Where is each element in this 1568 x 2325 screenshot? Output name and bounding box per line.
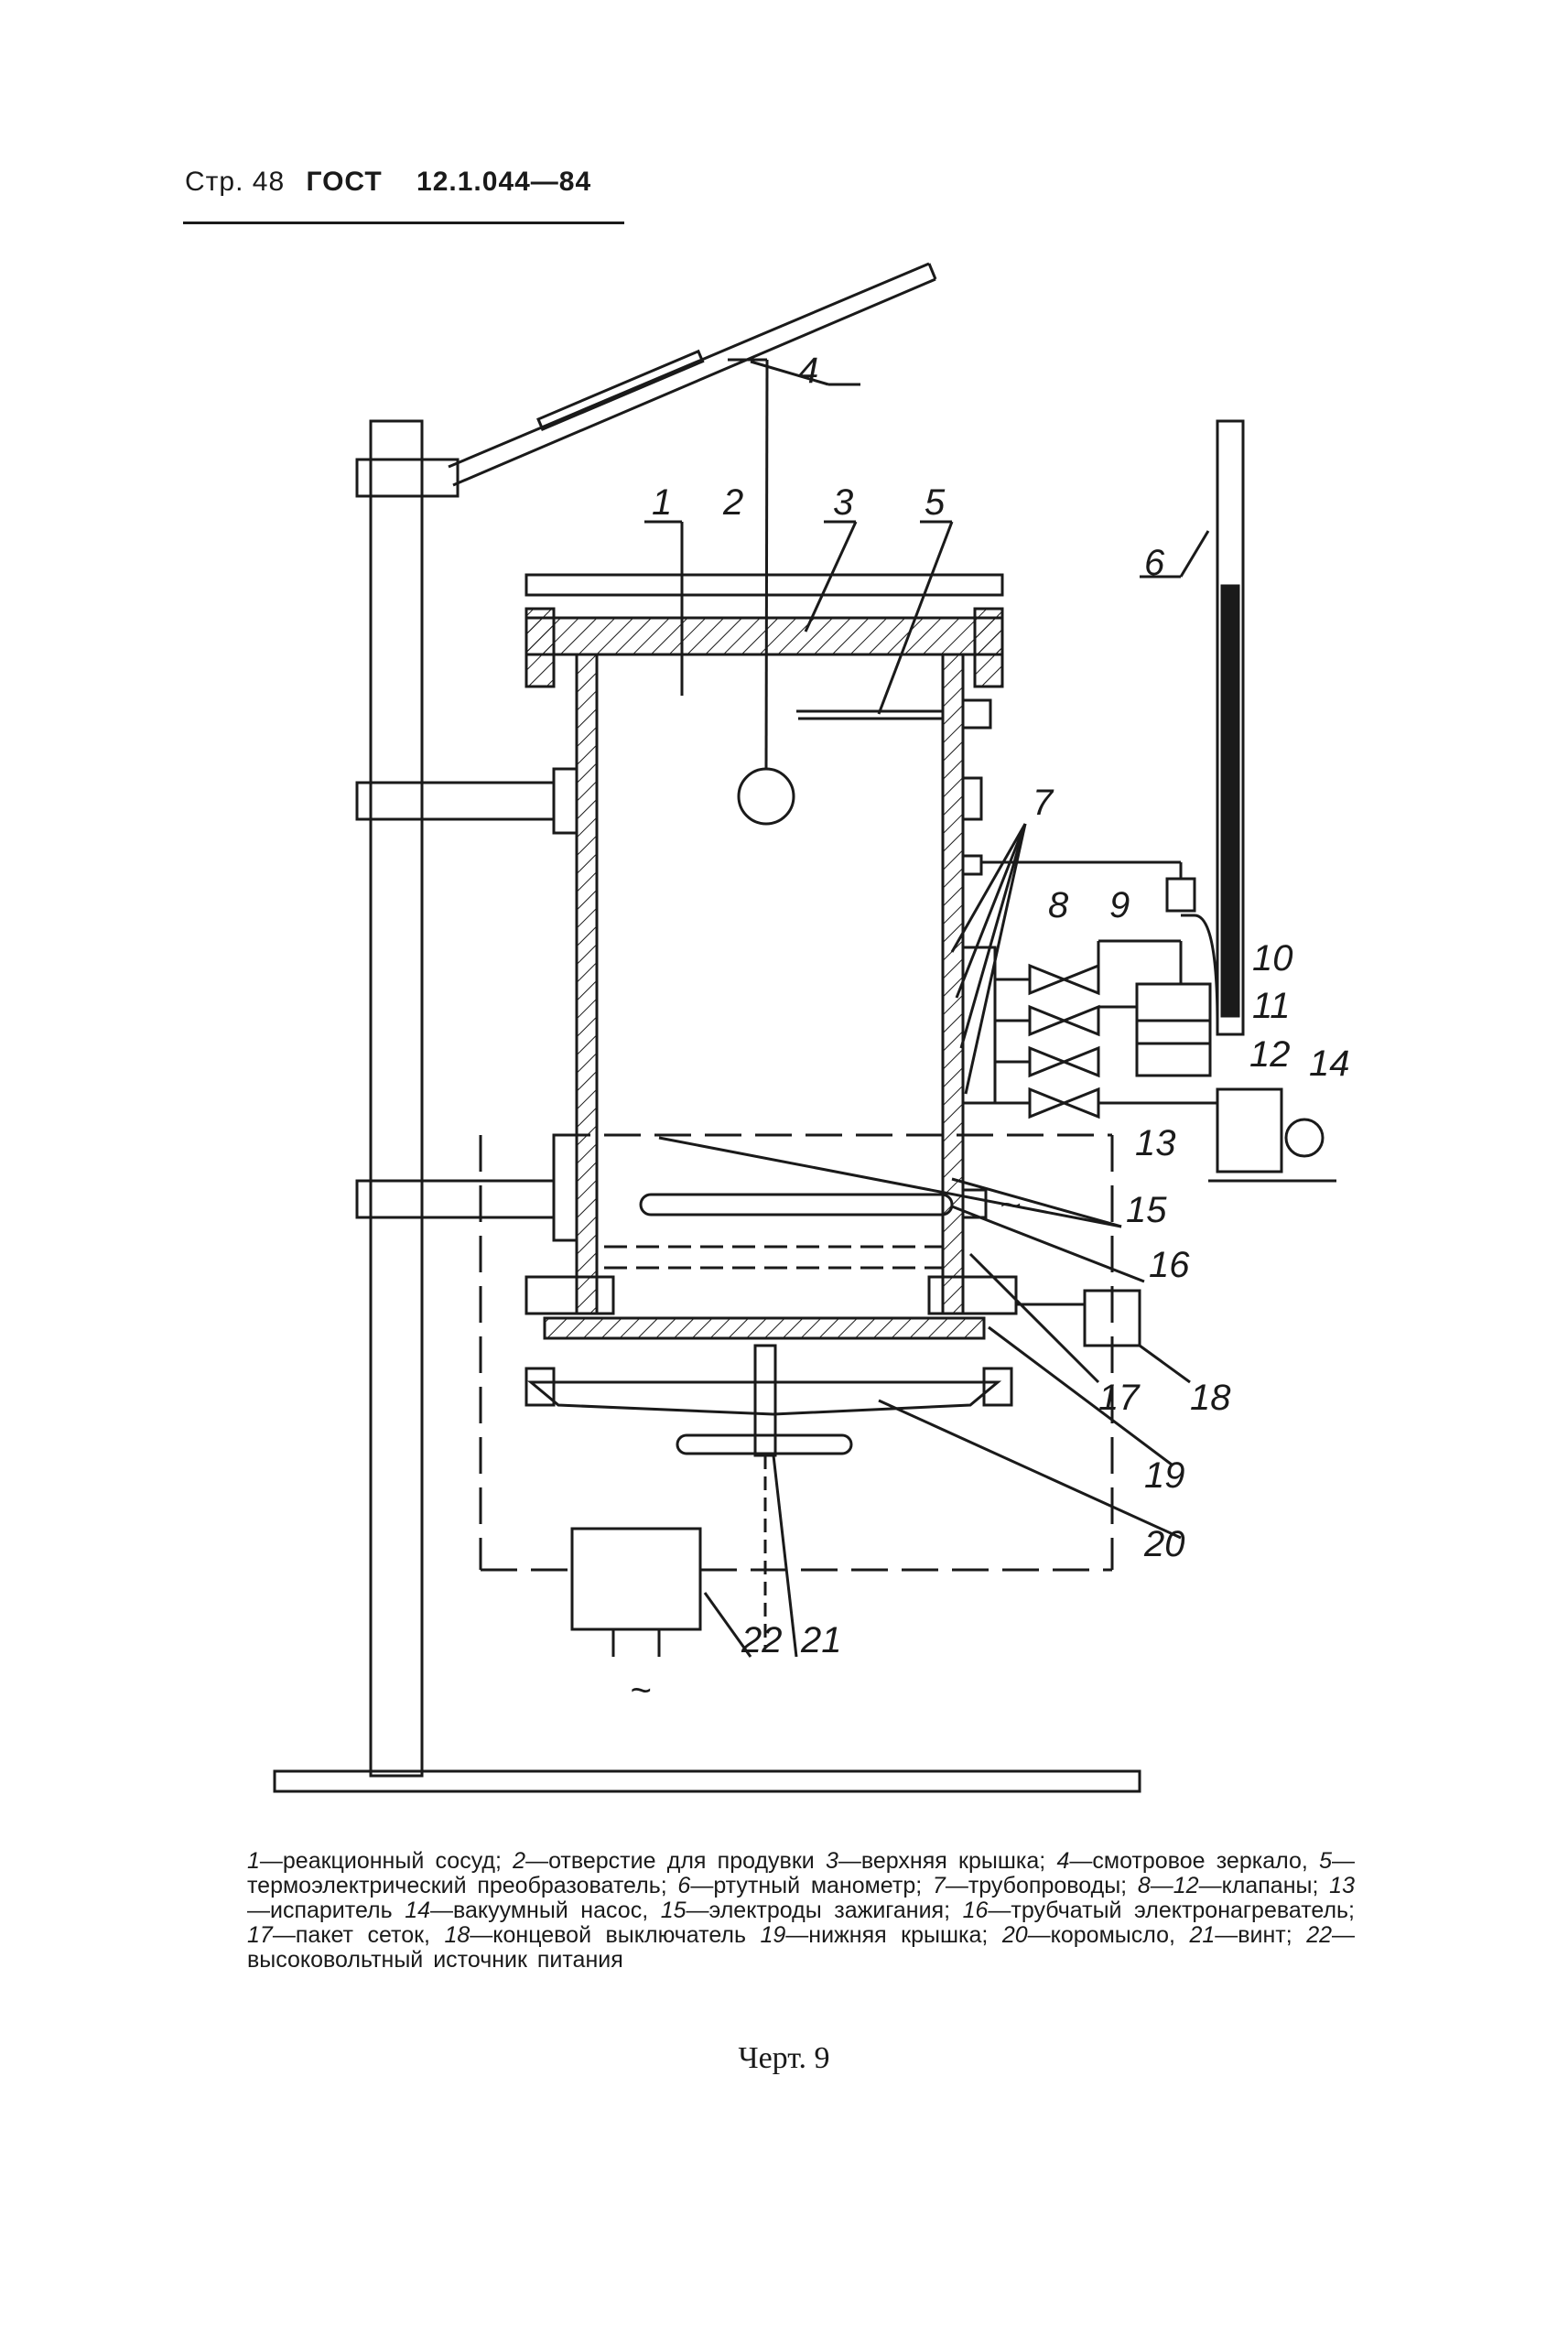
legend-text: —ртутный манометр; (690, 1873, 933, 1898)
blowoff-hole-2 (737, 767, 795, 826)
callout-9: 9 (1109, 885, 1130, 925)
callout-11: 11 (1252, 986, 1291, 1026)
callout-18: 18 (1190, 1378, 1231, 1418)
callout-12: 12 (1249, 1034, 1291, 1075)
mirror-arm (448, 262, 930, 469)
callout-2: 2 (722, 482, 743, 523)
clamp-upper (355, 781, 556, 821)
callout-21: 21 (800, 1620, 842, 1660)
legend-text: —электроды зажигания; (686, 1898, 963, 1923)
legend-number: 13 (1329, 1873, 1355, 1898)
callout-1: 1 (652, 482, 672, 523)
callout-16: 16 (1149, 1245, 1190, 1285)
mirror-plate (536, 349, 705, 432)
callout-6: 6 (1144, 543, 1165, 583)
legend-number: 21 (1189, 1922, 1216, 1948)
standard-label: ГОСТ (306, 167, 383, 197)
legend-number: 7 (932, 1873, 946, 1898)
figure-legend: 1—реакционный сосуд; 2—отверстие для про… (247, 1849, 1355, 1973)
legend-number: 5 (1319, 1848, 1332, 1874)
legend-text: —концевой выключатель (470, 1922, 761, 1948)
bottom-cover-19 (543, 1316, 986, 1340)
legend-text: —отверстие для продувки (525, 1848, 826, 1874)
callout-8: 8 (1048, 885, 1069, 925)
legend-number: 16 (962, 1898, 989, 1923)
callout-10: 10 (1252, 938, 1293, 979)
limit-switch-18 (1083, 1289, 1141, 1347)
callout-17: 17 (1098, 1378, 1141, 1418)
rocker-20 (526, 1380, 1002, 1416)
legend-text: —винт; (1215, 1922, 1307, 1948)
legend-number: 1 (247, 1848, 260, 1874)
legend-text: —высоковольтный источник питания (247, 1922, 1355, 1973)
legend-number: 4 (1056, 1848, 1070, 1874)
legend-number: 2 (513, 1848, 526, 1874)
callout-22: 22 (741, 1620, 783, 1660)
mercury-column (1220, 584, 1240, 1018)
legend-number: 15 (660, 1898, 687, 1923)
power-supply-symbol: ~ (630, 1671, 651, 1711)
legend-text: —трубчатый электронагреватель; (988, 1898, 1356, 1923)
legend-number: 6 (677, 1873, 691, 1898)
legend-text: —вакуумный насос, (430, 1898, 661, 1923)
header-rule (183, 222, 624, 224)
legend-number: 22 (1306, 1922, 1332, 1948)
evaporator-13 (1135, 982, 1212, 1077)
top-flange (524, 573, 1004, 597)
valve-stack (1028, 963, 1100, 1119)
legend-text: —испаритель (247, 1898, 406, 1923)
heater-supply-symbol: ~ (1000, 1185, 1021, 1226)
standard-number: 12.1.044—84 (416, 167, 592, 197)
legend-text: —коромысло, (1027, 1922, 1190, 1948)
legend-text: —термоэлектрический преобразователь; (247, 1848, 1355, 1898)
callout-13: 13 (1135, 1123, 1176, 1163)
mirror-clamp (355, 458, 460, 498)
page-reference: Стр. 48 (185, 167, 286, 197)
clamp-lower (355, 1179, 556, 1219)
figure-caption: Черт. 9 (738, 2041, 830, 2075)
callout-4: 4 (798, 351, 818, 391)
stand-column (369, 419, 424, 1778)
page-header: Стр. 48 ГОСТ 12.1.044—84 (185, 167, 591, 198)
legend-number: 14 (405, 1898, 430, 1923)
legend-number: 17 (247, 1922, 273, 1948)
legend-text: —верхняя крышка; (838, 1848, 1057, 1874)
legend-text: —пакет сеток, (272, 1922, 445, 1948)
callout-14: 14 (1309, 1044, 1350, 1084)
mirror-arm-edge (452, 277, 936, 487)
callout-15: 15 (1126, 1190, 1167, 1230)
callout-19: 19 (1144, 1455, 1185, 1496)
callout-7: 7 (1033, 783, 1054, 823)
legend-text: —нижняя крышка; (785, 1922, 1002, 1948)
vacuum-pump-14 (1216, 1087, 1283, 1173)
callout-3: 3 (833, 482, 853, 523)
stand-base (273, 1769, 1141, 1793)
callout-20: 20 (1143, 1524, 1185, 1564)
vessel-wall-left (575, 653, 599, 1315)
legend-text: —смотровое зеркало, (1069, 1848, 1320, 1874)
legend-number: 3 (825, 1848, 838, 1874)
legend-text: —трубопроводы; (945, 1873, 1138, 1898)
legend-number: 20 (1001, 1922, 1028, 1948)
heater-16 (639, 1193, 954, 1217)
screw-21 (753, 1344, 777, 1457)
power-source-22 (570, 1527, 702, 1631)
legend-text: —реакционный сосуд; (259, 1848, 514, 1874)
legend-number: 8—12 (1137, 1873, 1199, 1898)
legend-number: 18 (444, 1922, 470, 1948)
legend-text: —клапаны; (1198, 1873, 1330, 1898)
legend-number: 19 (760, 1922, 786, 1948)
callout-5: 5 (925, 482, 946, 523)
top-cover-3 (524, 616, 1004, 656)
manometer-6 (1216, 419, 1245, 1036)
